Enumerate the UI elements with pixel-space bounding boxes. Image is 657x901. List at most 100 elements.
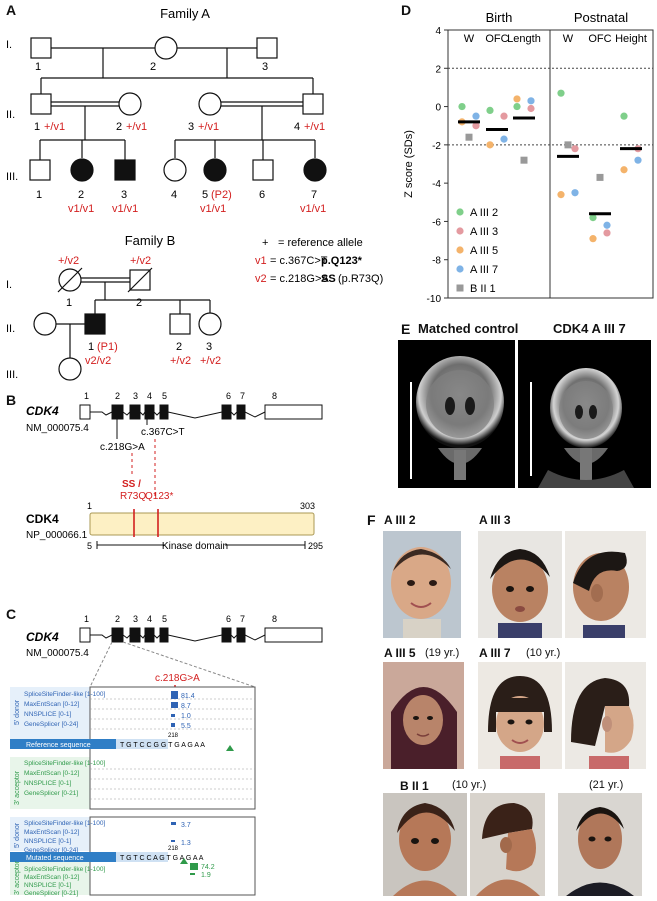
exon-number: 8 bbox=[272, 614, 277, 624]
score-bar bbox=[190, 863, 198, 870]
data-point bbox=[571, 189, 579, 197]
pedigree-id: 4 bbox=[171, 189, 177, 201]
position-label: 218 bbox=[168, 846, 179, 852]
y-tick-label: -10 bbox=[427, 294, 442, 305]
legend-label: A III 5 bbox=[470, 245, 498, 257]
pedigree-male bbox=[30, 37, 52, 59]
score-bar bbox=[171, 691, 178, 699]
acceptor-tools-box bbox=[10, 857, 90, 895]
ref-sequence: T G T C C G G T G A G A A bbox=[120, 742, 205, 749]
data-point bbox=[557, 191, 565, 199]
category-label: Height bbox=[615, 33, 647, 45]
y-tick-label: -4 bbox=[432, 179, 441, 190]
donor-tool: GeneSplicer [0-24] bbox=[24, 721, 78, 728]
exon-box bbox=[221, 627, 232, 643]
score-value: 1.9 bbox=[201, 872, 211, 879]
exon-number: 4 bbox=[147, 614, 152, 624]
acceptor-tool: SpliceSiteFinder-like [1-100] bbox=[24, 866, 105, 873]
mut-seq-label: Mutated sequence bbox=[26, 855, 84, 862]
group-label-postnatal: Postnatal bbox=[574, 10, 628, 25]
donor-tool: MaxEntScan [0-12] bbox=[24, 701, 79, 708]
gen-label-b1: I. bbox=[6, 279, 12, 291]
exon-box bbox=[111, 627, 124, 643]
pedigree-id: 6 bbox=[259, 189, 265, 201]
exon-number: 7 bbox=[240, 391, 245, 401]
pedigree-id: 3 bbox=[121, 189, 127, 201]
donor-tool: SpliceSiteFinder-like [1-100] bbox=[24, 820, 105, 827]
protein-q123: Q123* bbox=[145, 491, 173, 502]
score-value: 8.7 bbox=[181, 703, 191, 710]
genotype-label: +/v2 bbox=[130, 255, 151, 267]
donor-tool: SpliceSiteFinder-like [1-100] bbox=[24, 691, 105, 698]
legend-marker bbox=[456, 227, 464, 235]
pedigree-id: 2 bbox=[150, 61, 156, 73]
legend-ref-symbol: + bbox=[262, 237, 268, 249]
variant-c218: c.218G>A bbox=[100, 442, 145, 453]
pedigree-female bbox=[198, 312, 222, 336]
pedigree-panel: Family A I. II. III. bbox=[6, 6, 383, 381]
panel-label-e: E bbox=[401, 321, 411, 337]
patient-tag: (P1) bbox=[97, 341, 118, 353]
data-point bbox=[564, 141, 572, 149]
panel-label-d: D bbox=[401, 2, 412, 18]
legend-label: A III 3 bbox=[470, 226, 498, 238]
pedigree-id: 2 bbox=[136, 297, 142, 309]
photo-label-a3-7: A III 7 bbox=[479, 646, 511, 660]
donor-tool: NNSPLICE [0-1] bbox=[24, 711, 72, 718]
score-bar bbox=[171, 822, 176, 825]
pedigree-affected-female bbox=[203, 158, 227, 182]
acceptor-label: 3' acceptor bbox=[14, 770, 21, 805]
genotype-label: v2/v2 bbox=[85, 355, 111, 367]
gen-label-b3: III. bbox=[6, 369, 18, 381]
data-point bbox=[513, 102, 521, 111]
transcript-id: NM_000075.4 bbox=[26, 423, 89, 434]
panel-label-a: A bbox=[6, 2, 17, 18]
pedigree-male bbox=[30, 93, 52, 115]
legend-v1-text: = c.367C>T bbox=[270, 255, 328, 267]
photo-a3-3-profile bbox=[565, 531, 646, 638]
donor-tools-box bbox=[10, 817, 90, 851]
family-a-title: Family A bbox=[160, 6, 210, 21]
pedigree-female bbox=[58, 357, 82, 381]
pedigree-female bbox=[118, 92, 142, 116]
data-point bbox=[603, 229, 611, 237]
gen-label-a2: II. bbox=[6, 109, 15, 121]
score-bar bbox=[171, 723, 175, 727]
pedigree-affected-male bbox=[84, 313, 106, 335]
acceptor-tool: GeneSplicer [0-21] bbox=[24, 790, 78, 797]
legend-v2-ss: SS bbox=[321, 273, 336, 285]
exon-box bbox=[144, 627, 155, 643]
pedigree-male bbox=[29, 159, 51, 181]
legend-marker bbox=[456, 246, 464, 254]
exon-number: 5 bbox=[162, 391, 167, 401]
legend-v2-protein: (p.R73Q) bbox=[338, 273, 383, 285]
data-point bbox=[603, 221, 611, 229]
y-tick-label: 0 bbox=[435, 103, 441, 114]
exon-box bbox=[79, 627, 91, 643]
exon-box bbox=[236, 627, 246, 643]
protein-ss: SS / bbox=[122, 479, 141, 490]
donor-tool: NNSPLICE [0-1] bbox=[24, 838, 72, 845]
exon-box bbox=[144, 404, 155, 420]
ref-seq-label: Reference sequence bbox=[26, 742, 91, 749]
acceptor-tool: SpliceSiteFinder-like [1-100] bbox=[24, 760, 105, 767]
exon-number: 2 bbox=[115, 391, 120, 401]
donor-tools-box bbox=[10, 687, 90, 739]
pedigree-male bbox=[252, 159, 274, 181]
mri-title-patient: CDK4 A III 7 bbox=[553, 321, 626, 336]
data-point bbox=[589, 214, 597, 222]
category-label: OFC bbox=[588, 33, 611, 45]
acceptor-marker-icon bbox=[226, 745, 234, 751]
acceptor-tool: NNSPLICE [0-1] bbox=[24, 780, 72, 787]
pedigree-deceased-male bbox=[129, 269, 151, 291]
data-point bbox=[596, 173, 604, 181]
donor-label: 5' donor bbox=[14, 822, 21, 848]
exon-box bbox=[111, 404, 124, 420]
protein-bar bbox=[89, 512, 315, 536]
protein-id: NP_000066.1 bbox=[26, 530, 88, 541]
pedigree-female bbox=[198, 92, 222, 116]
pedigree-male bbox=[302, 93, 324, 115]
panel-label-c: C bbox=[6, 606, 17, 622]
exon-box bbox=[79, 404, 91, 420]
gene-structure-panel: CDK4 NM_000075.4 1 2 3 4 5 6 7 8 c.367C>… bbox=[26, 391, 323, 552]
